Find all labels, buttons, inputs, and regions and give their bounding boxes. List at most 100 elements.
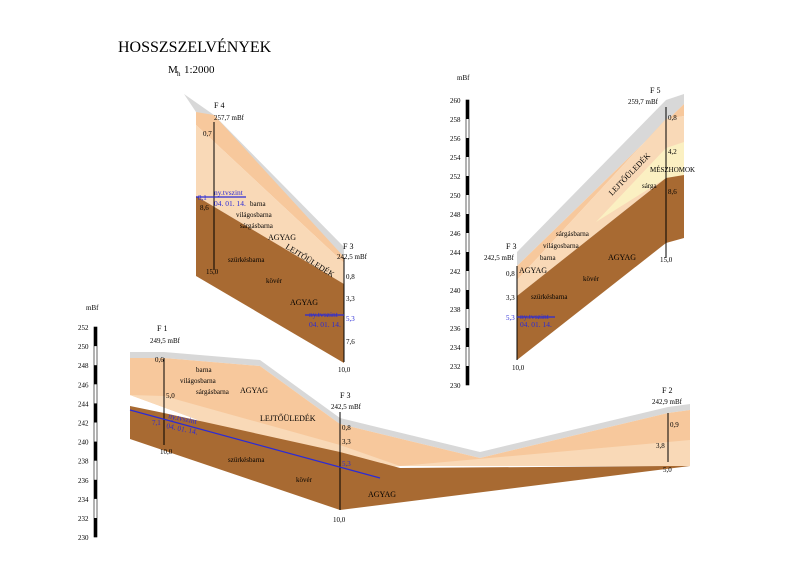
f1-label-sargas: sárgásbarna — [196, 388, 230, 396]
f4-label-barna: barna — [250, 200, 266, 208]
axis-top-tick-label: 230 — [450, 382, 461, 390]
f3b-bottom: 10,0 — [512, 364, 525, 372]
axis-bottom-tick-label: 240 — [78, 439, 89, 447]
f1-bottom: 10,0 — [160, 448, 173, 456]
axis-bottom-tick-label: 238 — [78, 458, 89, 466]
axis-bottom-scale-segment — [94, 518, 97, 538]
f1-depth-2: 5,0 — [166, 392, 175, 400]
f3c-depth-1: 0,8 — [342, 424, 351, 432]
axis-bottom-scale-segment — [94, 365, 97, 385]
f3b-depth-3: 5,3 — [506, 314, 515, 322]
f3a-depth-1: 0,8 — [346, 273, 355, 281]
axis-top-tick-label: 240 — [450, 287, 461, 295]
f1-label-lejto: LEJTŐÜLEDÉK — [260, 413, 316, 423]
axis-top-tick-label: 234 — [450, 344, 461, 352]
axis-bottom-scale-segment — [94, 479, 97, 499]
f3b-label-agyag-2: AGYAG — [608, 253, 636, 262]
layer-sand — [596, 142, 684, 222]
scale-subscript: h — [177, 70, 181, 78]
axis-bottom-tick-label: 234 — [78, 496, 89, 504]
axis-top-scale-segment — [466, 176, 469, 195]
f3b-label-barna: barna — [540, 254, 556, 262]
f3a-bottom: 10,0 — [338, 366, 351, 374]
f5-label-homok: MÉSZHOMOK — [650, 166, 695, 174]
layer-light-clay — [400, 440, 690, 466]
f2-bottom: 5,0 — [663, 466, 672, 474]
f3c-elevation: 242,5 mBf — [331, 403, 362, 411]
f5-depth-2: 4,2 — [668, 148, 677, 156]
axis-top-scale-segment — [466, 290, 469, 309]
f3c-bottom: 10,0 — [333, 516, 346, 524]
f4-bottom: 15,0 — [206, 268, 219, 276]
f3a-water-label: ny.tvszint — [309, 310, 339, 319]
axis-top-tick-label: 256 — [450, 135, 461, 143]
f1-depth-1: 0,6 — [155, 356, 164, 364]
axis-bottom-tick-label: 246 — [78, 381, 89, 389]
water-level-bottom — [129, 409, 381, 479]
axis-top-tick-label: 258 — [450, 116, 461, 124]
f1-label-agyag-1: AGYAG — [240, 386, 268, 395]
axis-bottom-scale-segment — [94, 441, 97, 461]
surface-band — [130, 352, 690, 458]
f3c-depth-2: 3,3 — [342, 438, 351, 446]
axis-top-unit: mBf — [457, 74, 470, 82]
axis-bottom-tick-label: 244 — [78, 400, 89, 408]
f3b-label-agyag-1: AGYAG — [519, 266, 547, 275]
axis-top-scale-segment — [466, 328, 469, 347]
f4-label-szurke: szürkésbarna — [228, 256, 265, 264]
f5-bottom: 15,0 — [660, 256, 673, 264]
axis-bottom-scale-segment — [94, 327, 97, 347]
f1-label-agyag-2: AGYAG — [368, 490, 396, 499]
profile-f1-f3-f2 — [129, 352, 690, 510]
f2-depth-1: 0,9 — [670, 421, 679, 429]
f4-label-agyag-1: AGYAG — [268, 233, 296, 242]
f3a-water-date: 04. 01. 14. — [309, 320, 341, 329]
f5-label-sarga: sárga — [642, 182, 658, 190]
axis-top-tick-label: 238 — [450, 306, 461, 314]
axis-top-scale-segment — [466, 366, 469, 385]
axis-bottom-tick-label: 232 — [78, 515, 89, 523]
f5-name: F 5 — [650, 86, 660, 95]
page-title: HOSSZSZELVÉNYEK — [118, 37, 272, 56]
f5-depth-1: 0,8 — [668, 114, 677, 122]
f3b-water-date: 04. 01. 14. — [520, 320, 552, 329]
f4-depth-1: 0,7 — [203, 130, 212, 138]
layer-brown-clay — [130, 406, 690, 510]
layer-topsoil — [196, 112, 344, 263]
f3b-label-kover: kövér — [583, 275, 600, 283]
f1-label-vilagos: világosbarna — [180, 377, 217, 385]
axis-top-tick-label: 244 — [450, 249, 461, 257]
axis-top-scale-segment — [466, 252, 469, 271]
axis-top-tick-label: 248 — [450, 211, 461, 219]
f5-elevation: 259,7 mBf — [628, 98, 659, 106]
f1-label-barna: barna — [196, 366, 212, 374]
axis-top-scale-segment — [466, 138, 469, 157]
axis-bottom-tick-label: 250 — [78, 343, 89, 351]
f4-label-vilagos: világosbarna — [236, 211, 273, 219]
scale-prefix: M — [168, 64, 178, 76]
scale-value: 1:2000 — [184, 64, 215, 76]
layer-brown-clay — [196, 196, 344, 363]
surface-band — [517, 94, 684, 266]
f4-depth-2: 8,6 — [200, 204, 209, 212]
f1-label-szurke: szürkésbarna — [228, 456, 265, 464]
f1-depth-3: 7,1 — [152, 419, 161, 427]
f3a-elevation: 242,5 mBf — [337, 253, 368, 261]
f4-water-label: ny.tvszint — [214, 188, 244, 197]
axis-top-tick-label: 236 — [450, 325, 461, 333]
f3b-depth-2: 3,3 — [506, 294, 515, 302]
axis-top-tick-label: 246 — [450, 230, 461, 238]
f4-label-agyag-2: AGYAG — [290, 298, 318, 307]
profile-f3-f5 — [516, 94, 684, 360]
f3b-label-sargas: sárgásbarna — [556, 230, 590, 238]
f3b-label-vilagos: világosbarna — [543, 242, 580, 250]
axis-bottom-unit: mBf — [86, 304, 99, 312]
layer-light-clay — [517, 116, 684, 296]
axis-bottom-tick-label: 248 — [78, 362, 89, 370]
profile-f4-f3 — [184, 94, 345, 363]
axis-bottom-tick-label: 236 — [78, 477, 89, 485]
f5-depth-3: 8,6 — [668, 188, 677, 196]
axis-bottom-tick-label: 242 — [78, 420, 89, 428]
axis-top-tick-label: 260 — [450, 97, 461, 105]
